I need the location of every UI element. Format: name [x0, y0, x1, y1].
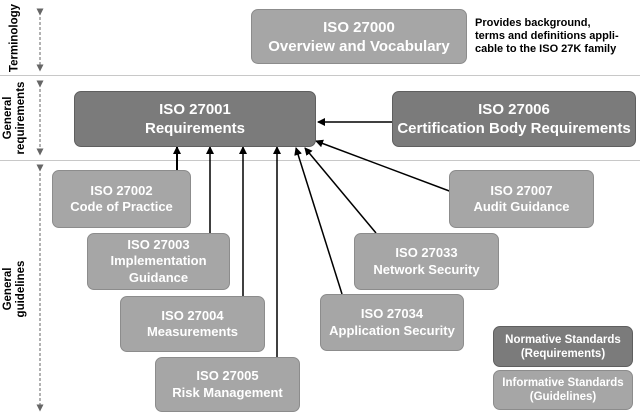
- iso27002-box: ISO 27002 Code of Practice: [52, 170, 191, 228]
- iso27007-code: ISO 27007: [490, 182, 553, 198]
- iso27006-box: ISO 27006 Certification Body Requirement…: [392, 91, 636, 147]
- iso27033-code: ISO 27033: [395, 245, 458, 260]
- separator-terminology: [0, 75, 640, 76]
- iso27034-name: Application Security: [329, 322, 455, 338]
- section-terminology-label: Terminology: [8, 3, 21, 72]
- iso27004-code: ISO 27004: [161, 307, 224, 323]
- iso27034-box: ISO 27034 Application Security: [320, 294, 464, 351]
- iso27000-note-line-1: Provides background,: [475, 17, 591, 29]
- iso27000-code: ISO 27000: [323, 18, 395, 36]
- iso27000-note-line-3: cable to the ISO 27K family: [475, 43, 617, 55]
- legend-normative-line-1: Normative Standards: [505, 333, 621, 346]
- iso27001-box: ISO 27001 Requirements: [74, 91, 316, 147]
- iso27006-name: Certification Body Requirements: [397, 120, 631, 137]
- section-general-requirements-label: General requirements: [2, 81, 27, 155]
- iso27000-box: ISO 27000 Overview and Vocabulary: [251, 9, 467, 64]
- iso27001-code: ISO 27001: [159, 101, 231, 118]
- legend-normative: Normative Standards (Requirements): [493, 326, 633, 367]
- legend-informative-line-2: (Guidelines): [529, 391, 597, 403]
- section-general-requirements: General requirements: [2, 76, 27, 160]
- legend-informative: Informative Standards (Guidelines): [493, 370, 633, 410]
- arrow-27034-to-27001: [294, 147, 343, 295]
- iso27000-note-line-2: terms and definitions appli-: [475, 30, 619, 42]
- iso27002-code: ISO 27002: [90, 182, 153, 198]
- iso27004-box: ISO 27004 Measurements: [120, 296, 265, 352]
- iso27001-name: Requirements: [144, 120, 246, 137]
- iso27004-name: Measurements: [146, 324, 239, 339]
- separator-requirements: [0, 160, 640, 161]
- section-terminology: Terminology: [4, 0, 26, 75]
- iso27003-code: ISO 27003: [127, 236, 190, 252]
- iso27007-box: ISO 27007 Audit Guidance: [449, 170, 594, 228]
- iso27000-name: Overview and Vocabulary: [268, 37, 450, 55]
- iso27033-box: ISO 27033 Network Security: [354, 233, 499, 290]
- iso27003-name-line-2: Guidance: [128, 269, 189, 285]
- iso27005-box: ISO 27005 Risk Management: [155, 357, 300, 412]
- iso27005-name: Risk Management: [172, 384, 283, 400]
- iso27005-code: ISO 27005: [196, 368, 259, 383]
- iso27003-name-line-1: Implementation: [110, 253, 207, 269]
- iso27002-name: Code of Practice: [70, 199, 173, 214]
- legend-informative-line-1: Informative Standards: [502, 377, 624, 389]
- legend-normative-line-2: (Requirements): [520, 347, 606, 360]
- arrow-27007-to-27001: [315, 139, 453, 193]
- iso27034-code: ISO 27034: [360, 306, 424, 321]
- iso27007-name: Audit Guidance: [473, 199, 570, 214]
- iso27000-note: Provides background, terms and definitio…: [475, 17, 635, 56]
- iso27033-name: Network Security: [373, 261, 480, 277]
- section-general-guidelines: General guidelines: [2, 161, 27, 416]
- section-general-guidelines-label: General guidelines: [2, 260, 27, 317]
- arrow-27033-to-27001: [304, 147, 377, 234]
- iso27006-code: ISO 27006: [478, 101, 550, 118]
- iso27003-box: ISO 27003 Implementation Guidance: [87, 233, 230, 290]
